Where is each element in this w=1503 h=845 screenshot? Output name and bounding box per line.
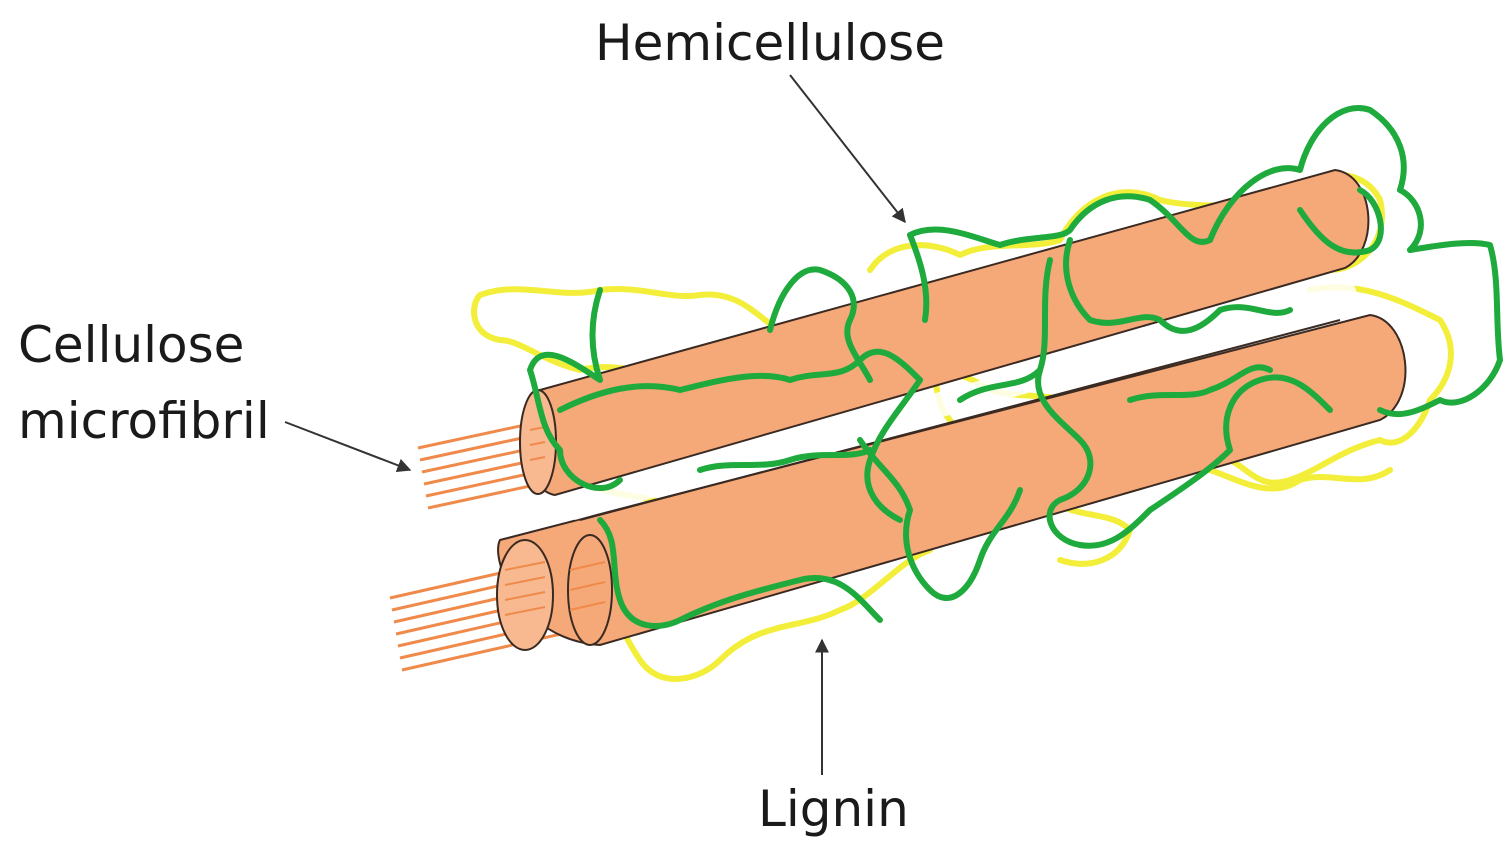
cellulose-label-line2: microfibril — [18, 392, 270, 450]
cellulose-pointer-arrow-icon — [285, 422, 410, 470]
lignin-label: Lignin — [758, 780, 909, 838]
hemicellulose-label: Hemicellulose — [595, 14, 945, 72]
hemicellulose-pointer-arrow-icon — [790, 75, 905, 222]
cellulose-label-line1: Cellulose — [18, 316, 244, 374]
